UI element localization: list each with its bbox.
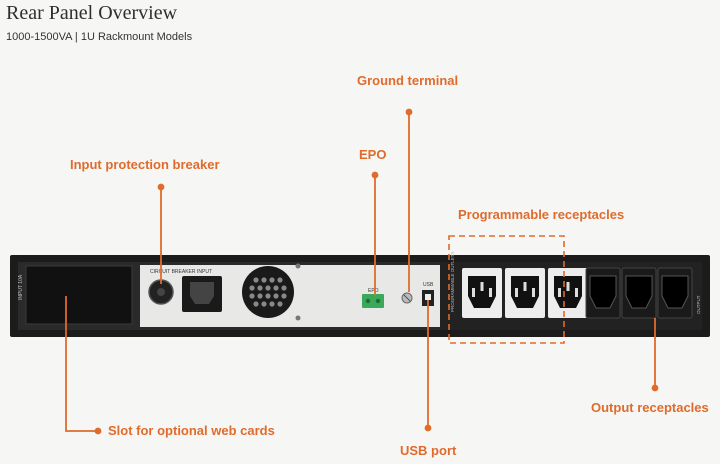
epo-panel-label: EPO: [368, 288, 379, 294]
breaker-knob: [157, 288, 165, 296]
web-card-slot: [25, 265, 133, 325]
receptacle: [505, 268, 545, 318]
epo-connector: [362, 294, 384, 308]
callout-ground-terminal: Ground terminal: [357, 73, 459, 88]
panel-screw: [295, 263, 301, 269]
ground-dot: [405, 108, 413, 116]
callout-programmable-receptacles: Programmable receptacles: [458, 207, 625, 222]
usb-panel-label: USB: [423, 282, 434, 288]
outlet-group-label: PROGRAMMABLE OUTLETS: [450, 251, 455, 312]
programmable-group-box: [448, 235, 565, 344]
receptacle: [462, 268, 502, 318]
side-label: INPUT 10A: [18, 274, 24, 300]
webcard-dot: [94, 427, 102, 435]
callout-usb-port: USB port: [400, 443, 457, 458]
page-subtitle: 1000-1500VA | 1U Rackmount Models: [6, 31, 193, 43]
webcard-leader: [65, 296, 98, 432]
usb-dot: [424, 424, 432, 432]
epo-dot: [371, 171, 379, 179]
receptacle: [657, 267, 693, 319]
output-panel-label: OUTPUT: [696, 295, 701, 314]
breaker-dot: [157, 183, 165, 191]
output-dot: [651, 384, 659, 392]
input-label: INPUT: [197, 269, 212, 275]
receptacle: [548, 268, 588, 318]
panel-screw: [295, 315, 301, 321]
input-socket-shape: [190, 282, 214, 304]
fan-grille: [242, 266, 294, 318]
receptacle: [585, 267, 621, 319]
breaker-label: CIRCUIT BREAKER: [150, 269, 196, 275]
callout-epo: EPO: [359, 147, 387, 162]
page-title: Rear Panel Overview: [6, 2, 178, 24]
receptacle: [621, 267, 657, 319]
callout-input-breaker: Input protection breaker: [70, 157, 220, 172]
callout-web-card-slot: Slot for optional web cards: [108, 423, 275, 438]
callout-output-receptacles: Output receptacles: [591, 400, 709, 415]
